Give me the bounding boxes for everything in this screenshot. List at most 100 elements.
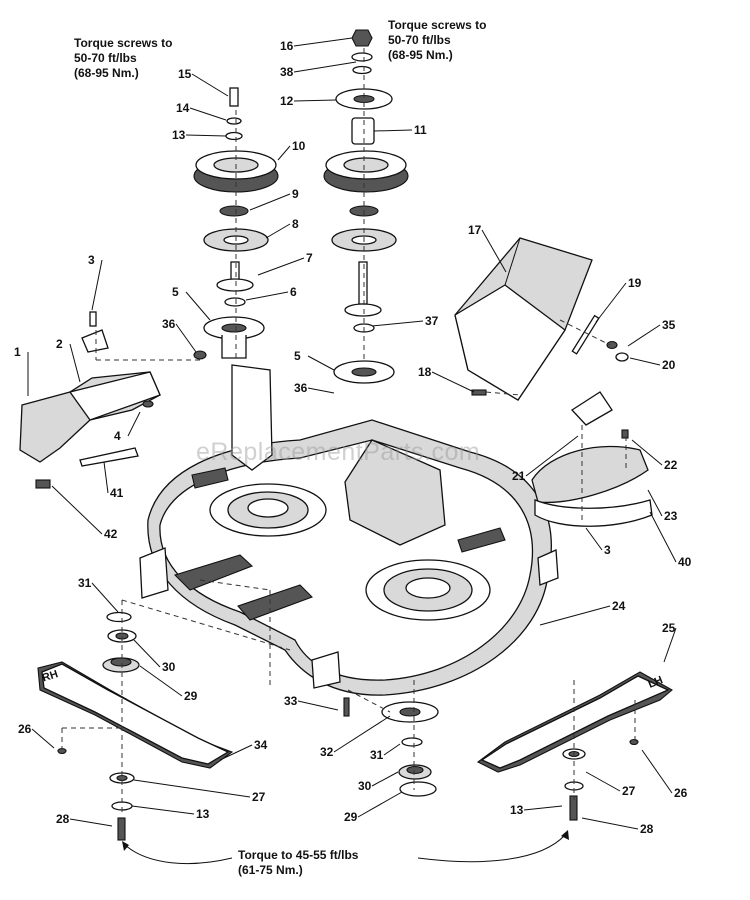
part-callout-6: 6 <box>290 285 297 299</box>
callout-leader-line <box>139 665 183 697</box>
callout-leader-line <box>103 461 109 494</box>
part-callout-26: 26 <box>674 786 688 800</box>
callout-leader-line <box>265 223 291 239</box>
callout-leader-line <box>629 357 661 366</box>
callout-leader-line <box>595 282 627 323</box>
part-callout-31: 31 <box>78 576 92 590</box>
callout-leader-line <box>523 805 563 811</box>
callout-leader-line <box>133 779 251 798</box>
callout-leader-line <box>249 193 291 211</box>
part-callout-36: 36 <box>162 317 176 331</box>
torque-arrow <box>122 830 569 865</box>
callout-leader-line <box>649 511 677 563</box>
callout-leader-line <box>371 320 424 327</box>
part-callout-37: 37 <box>425 314 439 328</box>
part-callout-7: 7 <box>306 251 313 265</box>
callout-leader-line <box>189 107 227 121</box>
callout-leader-line <box>91 582 119 613</box>
callout-leader-line <box>383 743 401 756</box>
callout-leader-line <box>627 324 661 347</box>
part-callout-8: 8 <box>292 217 299 231</box>
part-callout-40: 40 <box>678 555 692 569</box>
callout-leader-line <box>525 435 579 477</box>
callout-leader-line <box>663 627 677 663</box>
callout-leader-line <box>219 744 253 761</box>
callout-leader-line <box>585 527 603 551</box>
callout-leader-line <box>293 61 357 73</box>
discharge-chute <box>454 237 629 401</box>
callout-leader-line <box>133 639 161 668</box>
part-callout-13: 13 <box>510 803 524 817</box>
part-callout-2: 2 <box>56 337 63 351</box>
part-callout-24: 24 <box>612 599 626 613</box>
part-callout-1: 1 <box>14 345 21 359</box>
part-callout-32: 32 <box>320 745 334 759</box>
part-callout-34: 34 <box>254 738 268 752</box>
part-callout-13: 13 <box>196 807 210 821</box>
part-callout-12: 12 <box>280 94 294 108</box>
part-callout-29: 29 <box>344 810 358 824</box>
callout-leader-line <box>481 229 507 273</box>
torque-note-left: Torque screws to 50-70 ft/lbs (68-95 Nm.… <box>74 36 173 80</box>
part-callout-27: 27 <box>252 790 266 804</box>
callout-leader-line <box>333 715 391 753</box>
callout-leader-line <box>185 291 211 321</box>
callout-leader-line <box>585 771 621 792</box>
part-callout-5: 5 <box>294 349 301 363</box>
callout-leader-line <box>631 439 663 466</box>
torque-note-bottom: Torque to 45-55 ft/lbs (61-75 Nm.) <box>238 848 359 877</box>
part-callout-30: 30 <box>358 779 372 793</box>
callout-leader-line <box>131 805 195 815</box>
watermark: eReplacementParts.com <box>196 438 481 466</box>
part-callout-42: 42 <box>104 527 118 541</box>
callout-leader-line <box>581 817 639 830</box>
torque-note-right: Torque screws to 50-70 ft/lbs (68-95 Nm.… <box>388 18 487 62</box>
callout-leader-line <box>31 728 55 749</box>
callout-leaders <box>27 37 677 830</box>
callout-leader-line <box>293 37 353 47</box>
callout-leader-line <box>191 73 229 97</box>
callout-leader-line <box>69 343 81 383</box>
callout-leader-line <box>373 129 413 132</box>
callout-leader-line <box>307 355 335 371</box>
callout-leader-line <box>175 323 197 353</box>
blade-label-rh: RH <box>41 668 60 684</box>
callout-leader-line <box>371 771 399 787</box>
part-callout-22: 22 <box>664 458 678 472</box>
callout-leader-line <box>127 411 141 437</box>
callout-leader-line <box>647 489 663 517</box>
belt-cover-right <box>531 391 653 527</box>
callout-leader-line <box>539 605 611 626</box>
part-callout-23: 23 <box>664 509 678 523</box>
part-callout-20: 20 <box>662 358 676 372</box>
callout-leader-line <box>69 818 113 827</box>
part-callout-27: 27 <box>622 784 636 798</box>
belt-cover-left <box>19 311 207 489</box>
part-callout-21: 21 <box>512 469 526 483</box>
right-blade-area <box>343 671 673 821</box>
right-spindle-stack <box>323 29 409 384</box>
part-callout-3: 3 <box>88 253 95 267</box>
part-callout-5: 5 <box>172 285 179 299</box>
part-callout-35: 35 <box>662 318 676 332</box>
callout-leader-line <box>357 791 403 818</box>
callout-leader-line <box>277 145 291 161</box>
callout-leader-line <box>257 257 305 276</box>
blade-label-lh: LH <box>647 674 665 691</box>
part-callout-10: 10 <box>292 139 306 153</box>
part-callout-29: 29 <box>184 689 198 703</box>
part-callout-9: 9 <box>292 187 299 201</box>
part-callout-28: 28 <box>56 812 70 826</box>
part-callout-33: 33 <box>284 694 298 708</box>
callout-leader-line <box>245 291 289 301</box>
part-callout-15: 15 <box>178 67 192 81</box>
part-callout-36: 36 <box>294 381 308 395</box>
part-callout-30: 30 <box>162 660 176 674</box>
callout-leader-line <box>431 371 475 393</box>
callout-leader-line <box>51 485 103 535</box>
callout-leader-line <box>293 99 337 102</box>
part-callout-31: 31 <box>370 748 384 762</box>
part-callout-11: 11 <box>414 123 427 137</box>
